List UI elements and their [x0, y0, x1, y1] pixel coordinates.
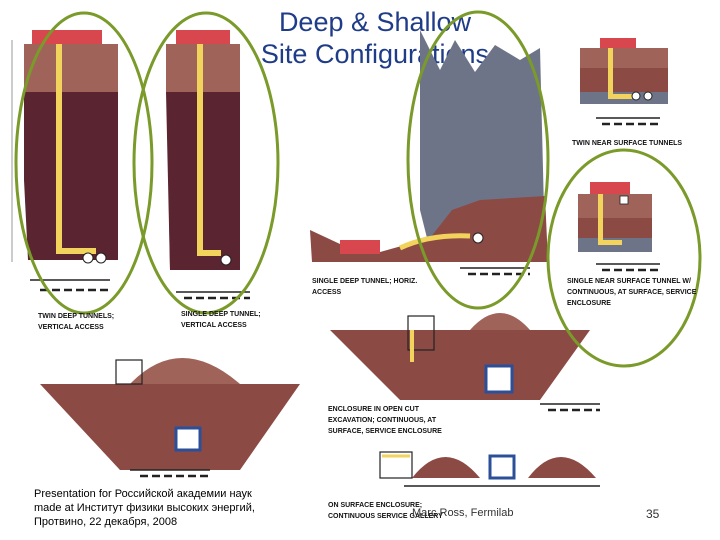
- single-deep-tunnel-diagram: [166, 30, 250, 300]
- caption-open-cut-line3: SURFACE, SERVICE ENCLOSURE: [328, 428, 442, 435]
- caption-on-surface-line2: CONTINUOUS SERVICE GALLERY: [328, 513, 443, 520]
- caption-twin-deep-line2: VERTICAL ACCESS: [38, 324, 104, 331]
- open-cut-enclosure-diagram: [330, 313, 600, 412]
- caption-single-deep-line2: VERTICAL ACCESS: [181, 322, 247, 329]
- caption-single-near-surface-line3: ENCLOSURE: [567, 300, 611, 307]
- caption-single-horizontal-line2: ACCESS: [312, 289, 342, 296]
- caption-single-near-surface: SINGLE NEAR SURFACE TUNNEL W/ CONTINUOUS…: [567, 276, 696, 309]
- caption-single-deep: SINGLE DEEP TUNNEL; VERTICAL ACCESS: [181, 309, 261, 331]
- caption-single-near-surface-line1: SINGLE NEAR SURFACE TUNNEL W/: [567, 278, 691, 285]
- caption-single-horizontal: SINGLE DEEP TUNNEL; HORIZ. ACCESS: [312, 276, 417, 298]
- caption-open-cut-line2: EXCAVATION; CONTINUOUS, AT: [328, 417, 437, 424]
- caption-open-cut-line1: ENCLOSURE IN OPEN CUT: [328, 406, 420, 413]
- caption-twin-near-surface-line1: TWIN NEAR SURFACE TUNNELS: [572, 140, 683, 147]
- title-line-1: Deep & Shallow: [278, 7, 472, 37]
- footer-presentation-info: Presentation for Российской академии нау…: [34, 487, 294, 529]
- caption-twin-deep-line1: TWIN DEEP TUNNELS;: [38, 313, 115, 320]
- footer-line-2: made at Институт физики высоких энергий,: [34, 502, 255, 514]
- highlight-ellipse-single-deep: [132, 11, 280, 315]
- caption-single-deep-line1: SINGLE DEEP TUNNEL;: [181, 311, 261, 318]
- caption-open-cut: ENCLOSURE IN OPEN CUT EXCAVATION; CONTIN…: [328, 404, 442, 437]
- caption-single-horizontal-line1: SINGLE DEEP TUNNEL; HORIZ.: [312, 278, 418, 285]
- caption-single-near-surface-line2: CONTINUOUS, AT SURFACE, SERVICE: [567, 289, 697, 296]
- highlight-ellipse-twin-deep: [14, 11, 154, 315]
- caption-on-surface-line1: ON SURFACE ENCLOSURE;: [328, 502, 423, 509]
- page-number: 35: [646, 507, 660, 521]
- single-deep-horizontal-diagram: [310, 30, 548, 276]
- on-surface-enclosure-diagram: [379, 451, 600, 487]
- twin-near-surface-diagram: [580, 38, 668, 126]
- caption-twin-deep: TWIN DEEP TUNNELS; VERTICAL ACCESS: [38, 311, 114, 333]
- footer-line-3: Протвино, 22 декабря, 2008: [34, 516, 178, 528]
- caption-twin-near-surface: TWIN NEAR SURFACE TUNNELS: [572, 138, 682, 149]
- footer-author: Marc Ross, Fermilab: [412, 507, 514, 519]
- single-near-surface-diagram: [578, 182, 660, 272]
- highlight-ellipse-near-surface: [546, 148, 702, 368]
- caption-on-surface: ON SURFACE ENCLOSURE; CONTINUOUS SERVICE…: [328, 500, 443, 522]
- twin-deep-tunnels-diagram: [11, 30, 118, 292]
- highlight-ellipse-horizontal: [406, 10, 550, 310]
- footer-line-1: Presentation for Российской академии нау…: [34, 488, 252, 500]
- lower-left-enclosure-diagram: [40, 358, 300, 478]
